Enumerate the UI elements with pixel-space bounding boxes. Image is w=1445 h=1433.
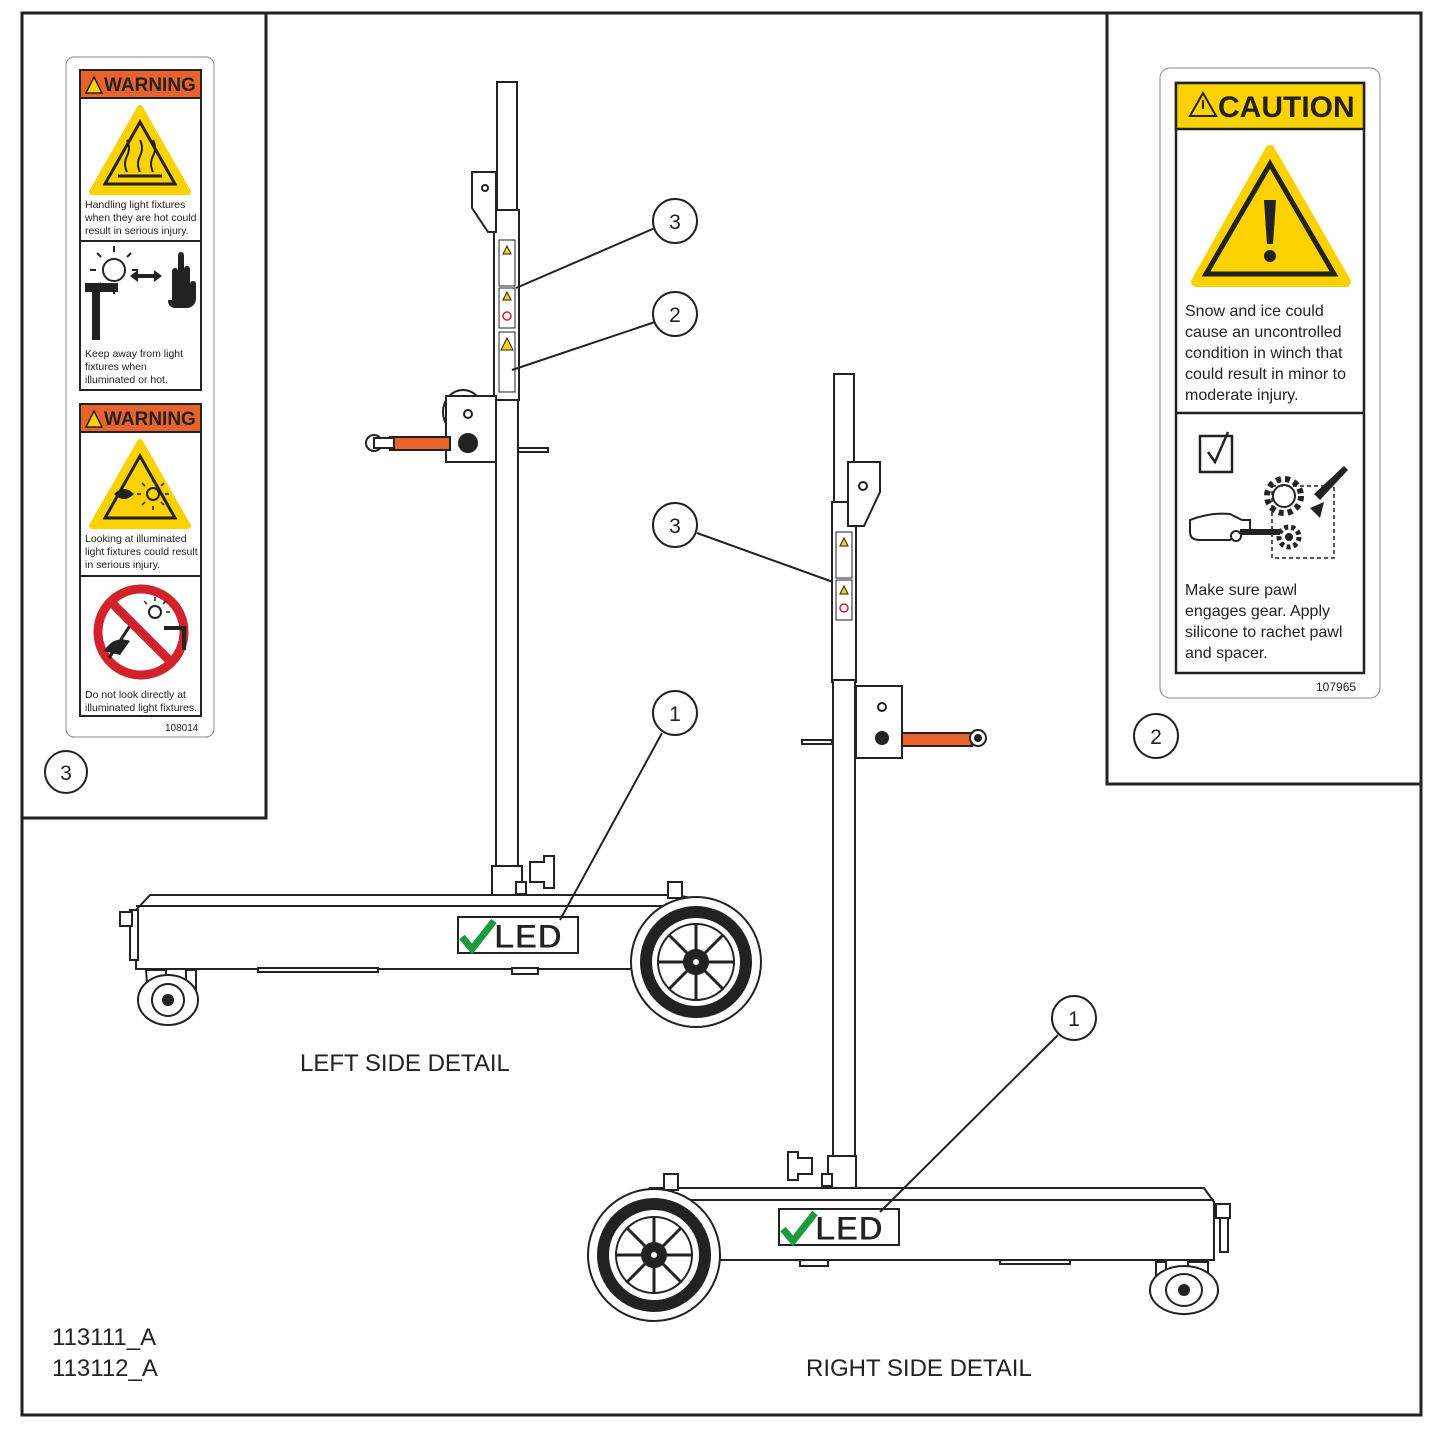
- left-mast-bracket: [471, 171, 497, 233]
- warning-alert-icon: [84, 75, 104, 94]
- left-led-logo: LED: [458, 917, 578, 957]
- right-callout-1: 1: [1051, 995, 1097, 1041]
- right-led-logo: LED: [779, 1209, 899, 1249]
- caution-panel-2-line-3: silicone to rachet pawl: [1185, 624, 1342, 641]
- right-logo-text: LED: [815, 1210, 883, 1248]
- right-mast-lower: [832, 679, 856, 1161]
- checkbox-icon: [1198, 431, 1234, 474]
- left-caster: [137, 969, 199, 1026]
- left-mast-top: [496, 81, 518, 213]
- warning-header-1: WARNING: [104, 75, 196, 96]
- left-mast-lower: [495, 399, 519, 871]
- caution-panel-2-line-1: Make sure pawl: [1185, 582, 1297, 599]
- warning-part-number: 108014: [165, 723, 199, 734]
- warning-panel-4-line-2: illuminated light fixtures.: [85, 702, 197, 714]
- warning-alert-icon-2: [84, 409, 104, 428]
- right-caster: [1149, 1261, 1219, 1315]
- exclamation-warning-icon: [1191, 145, 1351, 287]
- right-callout-3: 3: [652, 502, 698, 548]
- warning-panel-2-line-2: fixtures when: [85, 361, 147, 373]
- warning-panel-1-line-1: Handling light fixtures: [85, 199, 185, 211]
- caution-panel-1-line-4: could result in minor to: [1185, 366, 1346, 383]
- caution-panel-1-line-5: moderate injury.: [1185, 387, 1299, 404]
- right-detail-title: RIGHT SIDE DETAIL: [806, 1355, 1032, 1382]
- left-callout-3: 3: [652, 198, 698, 244]
- right-winch: [801, 685, 987, 759]
- svg-text:1: 1: [1068, 1008, 1080, 1031]
- warning-panel-3-line-3: in serious injury.: [85, 559, 160, 571]
- warning-panel-4-line-1: Do not look directly at: [85, 689, 186, 701]
- eye-light-icon: [89, 439, 191, 529]
- caution-part-number: 107965: [1316, 680, 1356, 694]
- caution-callout-number: 2: [1150, 726, 1162, 749]
- caution-label: CAUTION Snow and ice could cause an unco…: [1159, 67, 1381, 699]
- warning-label: WARNING Handling light fixtures when the…: [65, 56, 215, 738]
- caution-header: CAUTION: [1218, 91, 1355, 124]
- right-mast-decals: [835, 531, 853, 621]
- warning-panel-3-line-2: light fixtures could result: [85, 546, 198, 558]
- caution-panel-2-line-2: engages gear. Apply: [1185, 603, 1330, 620]
- caution-panel-1-line-3: condition in winch that: [1185, 345, 1343, 362]
- right-knob: [787, 1151, 813, 1181]
- svg-text:3: 3: [669, 211, 681, 234]
- callout-leaders: [511, 227, 1059, 1213]
- svg-text:1: 1: [669, 703, 681, 726]
- svg-text:3: 3: [669, 515, 681, 538]
- caution-alert-icon: [1188, 90, 1218, 117]
- drawing-number-2: 113112_A: [52, 1355, 158, 1382]
- no-look-prohibition-icon: [93, 584, 189, 680]
- caution-panel-1-line-1: Snow and ice could: [1185, 303, 1324, 320]
- left-callout-2: 2: [652, 291, 698, 337]
- warning-callout-circle: [44, 750, 88, 794]
- left-wheel: [630, 896, 762, 1028]
- warning-panel-2-line-3: illuminated or hot.: [85, 374, 168, 386]
- left-callout-1: 1: [652, 690, 698, 736]
- pawl-gear-icon: [1189, 466, 1348, 559]
- left-detail-title: LEFT SIDE DETAIL: [300, 1050, 510, 1077]
- warning-header-2: WARNING: [104, 409, 196, 430]
- caution-panel-1-line-2: cause an uncontrolled: [1185, 324, 1342, 341]
- right-mast-bracket: [847, 461, 881, 527]
- keep-away-icon: [85, 246, 196, 340]
- warning-panel-2-line-1: Keep away from light: [85, 348, 183, 360]
- right-side-cart: [587, 373, 1231, 1322]
- hot-surface-icon: [89, 105, 191, 195]
- warning-panel-1-line-2: when they are hot could: [84, 212, 197, 224]
- left-mast-decals: [498, 239, 516, 393]
- left-knob: [529, 855, 555, 889]
- right-wheel: [587, 1188, 721, 1322]
- caution-panel-2-line-4: and spacer.: [1185, 645, 1268, 662]
- caution-callout-circle: [1133, 713, 1179, 759]
- svg-text:2: 2: [669, 304, 681, 327]
- warning-panel-3-line-1: Looking at illuminated: [85, 533, 187, 545]
- left-logo-text: LED: [494, 918, 562, 956]
- warning-panel-1-line-3: result in serious injury.: [85, 225, 189, 237]
- left-winch: [365, 389, 549, 463]
- warning-callout-number: 3: [60, 762, 72, 785]
- drawing-number-1: 113111_A: [52, 1324, 156, 1351]
